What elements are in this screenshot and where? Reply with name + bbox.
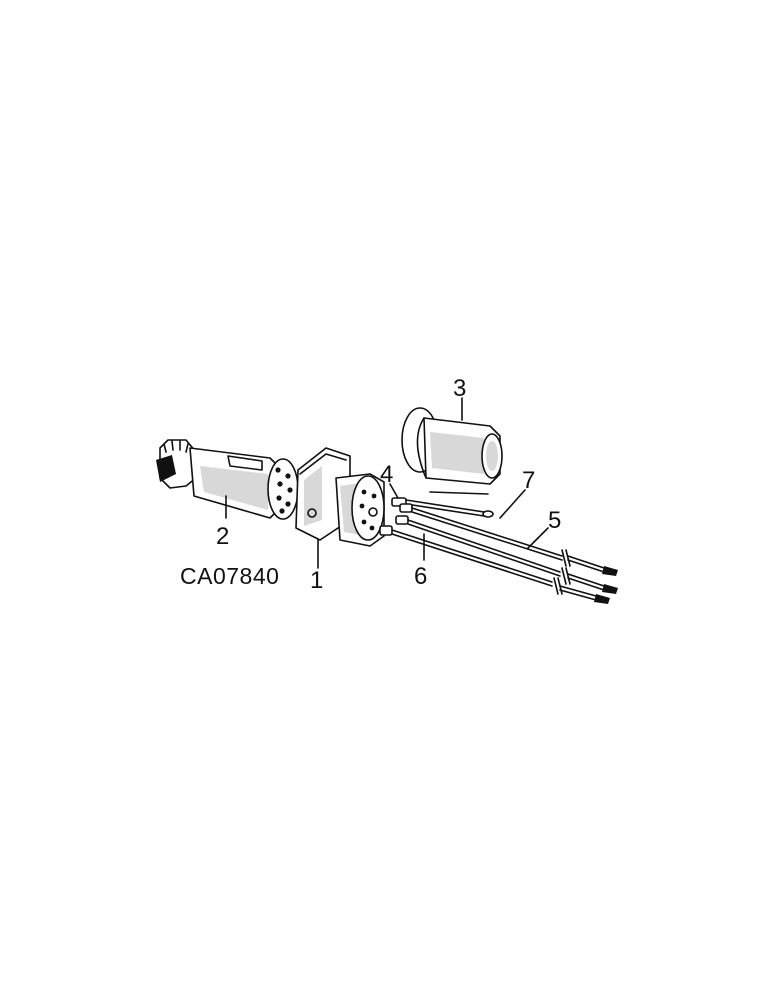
callout-7: 7 <box>522 467 535 494</box>
callout-5: 5 <box>548 507 561 534</box>
part-2-plug <box>156 439 299 520</box>
callout-4: 4 <box>380 461 393 488</box>
lead-break-marks <box>553 549 571 595</box>
callout-3: 3 <box>453 375 466 402</box>
plug-pin-holes <box>275 467 293 514</box>
drawing-code: CA07840 <box>180 563 279 589</box>
part-6-lead <box>379 525 610 604</box>
part-3-boot <box>401 407 503 485</box>
socket-terminals <box>359 489 378 531</box>
part-5-lead <box>395 515 618 594</box>
callout-6: 6 <box>414 563 427 590</box>
callout-1: 1 <box>310 567 323 594</box>
part-1-socket <box>295 447 385 547</box>
part-7-lead <box>399 503 618 576</box>
part-4-lead <box>391 491 494 518</box>
leader-lines <box>225 397 549 569</box>
callout-2: 2 <box>216 523 229 550</box>
